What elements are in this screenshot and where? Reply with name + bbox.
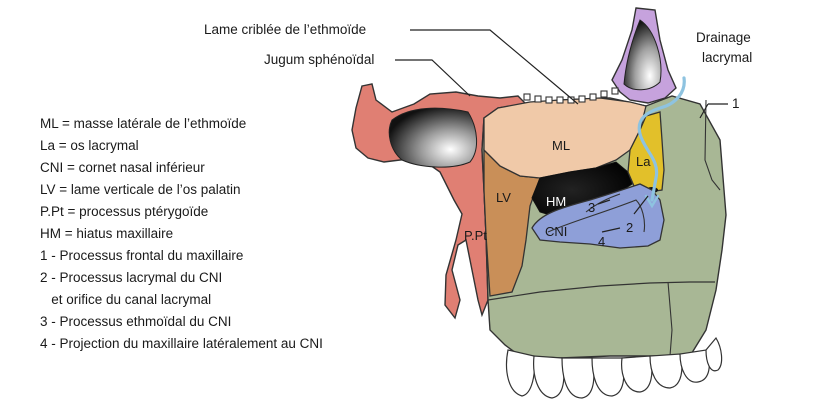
label-drainage-1: Drainage bbox=[696, 30, 751, 45]
legend-item: ML = masse latérale de l’ethmoïde bbox=[40, 116, 246, 131]
region-3: 3 bbox=[588, 200, 595, 215]
legend-item: 4 - Projection du maxillaire latéralemen… bbox=[40, 336, 323, 351]
cni-process-3 bbox=[585, 193, 621, 213]
legend-item: 2 - Processus lacrymal du CNI bbox=[40, 270, 222, 285]
legend-item: 1 - Processus frontal du maxillaire bbox=[40, 248, 243, 263]
label-jugum: Jugum sphénoïdal bbox=[264, 52, 374, 67]
frontal-sinus bbox=[623, 19, 662, 91]
maxilla-suture bbox=[487, 281, 715, 301]
legend-item: HM = hiatus maxillaire bbox=[40, 226, 173, 241]
lacrymal-La bbox=[627, 111, 665, 193]
label-drainage-2: lacrymal bbox=[702, 50, 752, 65]
drainage-arrow bbox=[644, 194, 660, 209]
teeth bbox=[505, 336, 723, 399]
legend-item: P.Pt = processus ptérygoïde bbox=[40, 204, 208, 219]
region-LV: LV bbox=[496, 190, 511, 205]
legend: ML = masse latérale de l’ethmoïde La = o… bbox=[40, 116, 323, 351]
region-PPt: P.Pt bbox=[464, 228, 487, 243]
frontal-process-line bbox=[704, 99, 721, 191]
label-lame-criblee: Lame criblée de l’ethmoïde bbox=[204, 22, 366, 37]
region-HM: HM bbox=[546, 194, 566, 209]
region-ML: ML bbox=[552, 138, 570, 153]
label-marker-1: 1 bbox=[732, 96, 740, 111]
region-4: 4 bbox=[598, 234, 605, 249]
legend-item: La = os lacrymal bbox=[40, 138, 139, 153]
legend-item: et orifice du canal lacrymal bbox=[40, 292, 211, 307]
maxilla-suture-vertical bbox=[667, 281, 673, 357]
region-La: La bbox=[636, 154, 651, 169]
legend-item: 3 - Processus ethmoïdal du CNI bbox=[40, 314, 231, 329]
cni-inner-line bbox=[547, 199, 646, 233]
pointer-lines bbox=[395, 29, 728, 233]
turbinate-CNI bbox=[531, 183, 665, 249]
region-2: 2 bbox=[626, 220, 633, 235]
legend-item: LV = lame verticale de l’os palatin bbox=[40, 182, 240, 197]
drainage-duct bbox=[637, 76, 686, 202]
legend-item: CNI = cornet nasal inférieur bbox=[40, 160, 205, 175]
region-CNI: CNI bbox=[545, 224, 567, 239]
cribriform-plate bbox=[523, 87, 619, 104]
sphenoid-sinus bbox=[388, 107, 477, 168]
